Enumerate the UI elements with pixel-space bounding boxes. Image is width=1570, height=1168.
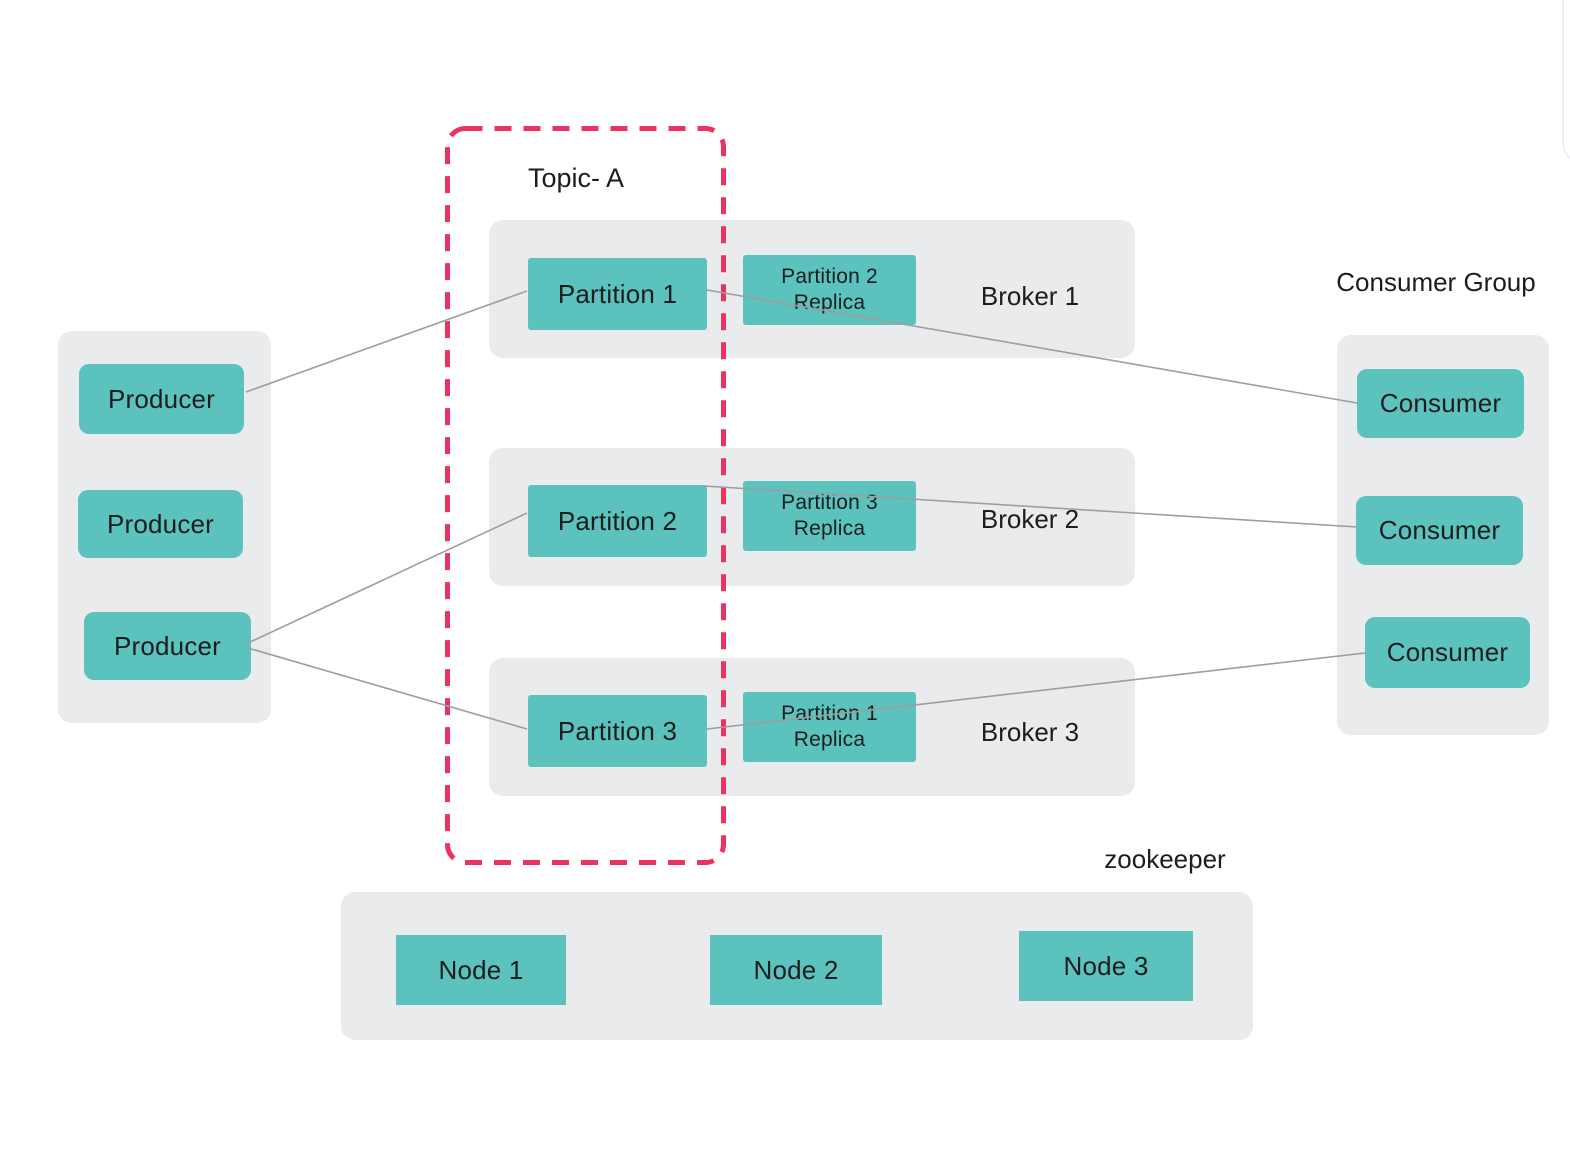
node-3-label: Node 3 xyxy=(1063,950,1149,981)
producer-node-3: Producer xyxy=(84,612,251,680)
consumer-1-label: Consumer xyxy=(1379,388,1502,418)
zookeeper-node-1: Node 1 xyxy=(396,935,566,1005)
broker-2-label: Broker 2 xyxy=(980,504,1080,534)
partition-1-label: Partition 1 xyxy=(557,278,678,309)
partition-2-node: Partition 2 xyxy=(528,485,707,557)
zookeeper-node-2: Node 2 xyxy=(710,935,882,1005)
producer-2-label: Producer xyxy=(106,508,215,539)
consumer-node-1: Consumer xyxy=(1357,369,1524,438)
edge-producer3-partition2 xyxy=(247,512,528,644)
replica-2-line1: Partition 3 xyxy=(781,491,878,514)
node-1-label: Node 1 xyxy=(438,954,524,985)
replica-node-broker-2: Partition 3 Replica xyxy=(743,481,916,551)
consumer-group-label: Consumer Group xyxy=(1336,267,1536,297)
consumer-node-3: Consumer xyxy=(1365,617,1530,688)
replica-1-line2: Replica xyxy=(793,291,866,314)
broker-1-label: Broker 1 xyxy=(980,281,1080,311)
node-2-label: Node 2 xyxy=(753,954,839,985)
edge-producer1-partition1 xyxy=(245,290,528,393)
broker-3-label: Broker 3 xyxy=(980,717,1080,747)
partition-2-label: Partition 2 xyxy=(557,505,678,536)
zookeeper-node-3: Node 3 xyxy=(1019,931,1193,1001)
zookeeper-label: zookeeper xyxy=(1104,844,1226,874)
partition-3-node: Partition 3 xyxy=(528,695,707,767)
producer-3-label: Producer xyxy=(113,630,222,661)
partition-3-label: Partition 3 xyxy=(557,715,678,746)
replica-node-broker-1: Partition 2 Replica xyxy=(743,255,916,325)
topic-a-label: Topic- A xyxy=(528,163,625,193)
consumer-3-label: Consumer xyxy=(1386,637,1509,667)
consumer-node-2: Consumer xyxy=(1356,496,1523,565)
replica-2-line2: Replica xyxy=(793,517,866,540)
replica-node-broker-3: Partition 1 Replica xyxy=(743,692,916,762)
producer-1-label: Producer xyxy=(107,383,216,414)
consumer-2-label: Consumer xyxy=(1378,515,1501,545)
producer-node-2: Producer xyxy=(78,490,243,558)
partition-1-node: Partition 1 xyxy=(528,258,707,330)
producer-node-1: Producer xyxy=(79,364,244,434)
replica-1-line1: Partition 2 xyxy=(781,265,878,288)
edge-producer3-partition3 xyxy=(247,647,528,730)
replica-3-line2: Replica xyxy=(793,728,866,751)
scrollbar-thumb-fragment[interactable] xyxy=(1562,0,1570,163)
replica-3-line1: Partition 1 xyxy=(781,702,878,725)
